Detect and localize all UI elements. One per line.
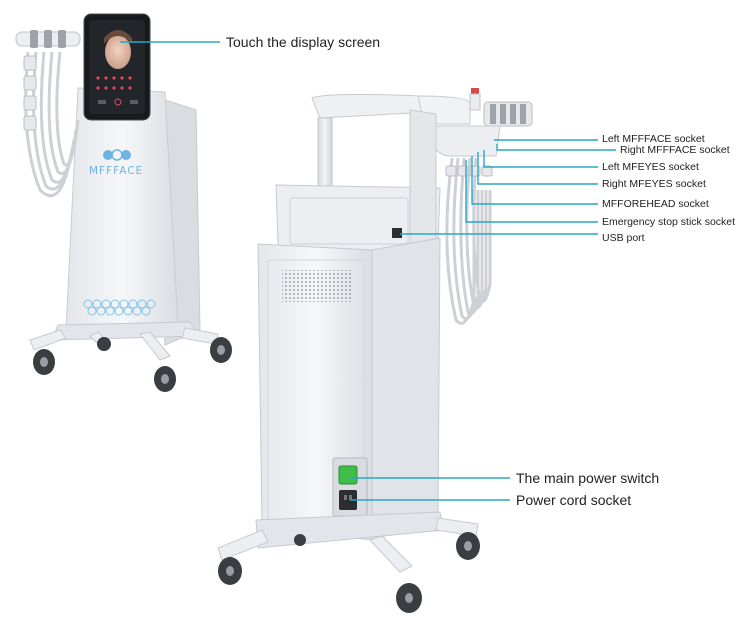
leader-right-mfface	[496, 144, 616, 151]
honeycomb-decoration	[83, 299, 156, 316]
label-mfforehead-socket: MFFOREHEAD socket	[602, 198, 709, 210]
leader-lines	[120, 41, 616, 501]
rear-handpiece-cables	[445, 157, 492, 325]
front-caster-wheels	[33, 337, 232, 392]
leader-left-mfeyes	[483, 150, 598, 168]
label-emergency-stop-socket: Emergency stop stick socket	[602, 216, 736, 228]
label-right-mfeyes-socket: Right MFEYES socket	[602, 178, 706, 190]
power-cord-socket-icon	[339, 490, 357, 510]
touch-display-screen	[83, 13, 151, 121]
label-left-mfface-socket: Left MFFFACE socket	[602, 133, 705, 145]
label-left-mfeyes-socket: Left MFEYES socket	[602, 161, 699, 173]
leader-right-mfeyes	[477, 152, 598, 185]
brand-logo-text: MFFFACE	[89, 165, 143, 177]
leader-emergency-stop	[465, 160, 598, 223]
usb-port-icon	[392, 228, 402, 238]
label-main-power-switch: The main power switch	[516, 470, 660, 486]
ventilation-grill	[282, 270, 352, 302]
rear-caster-wheels	[218, 532, 480, 613]
front-handpiece-cables	[24, 51, 80, 198]
label-right-mfface-socket: Right MFFFACE socket	[620, 144, 730, 156]
label-usb-port: USB port	[602, 232, 645, 244]
brand-logo-icon	[103, 149, 131, 161]
label-power-cord-socket: Power cord socket	[516, 492, 632, 508]
label-display-screen: Touch the display screen	[226, 34, 381, 50]
leader-mfforehead	[471, 156, 598, 205]
power-switch-icon	[338, 465, 358, 485]
rear-view-machine	[217, 88, 533, 613]
front-view-machine: MFFFACE	[15, 13, 232, 392]
